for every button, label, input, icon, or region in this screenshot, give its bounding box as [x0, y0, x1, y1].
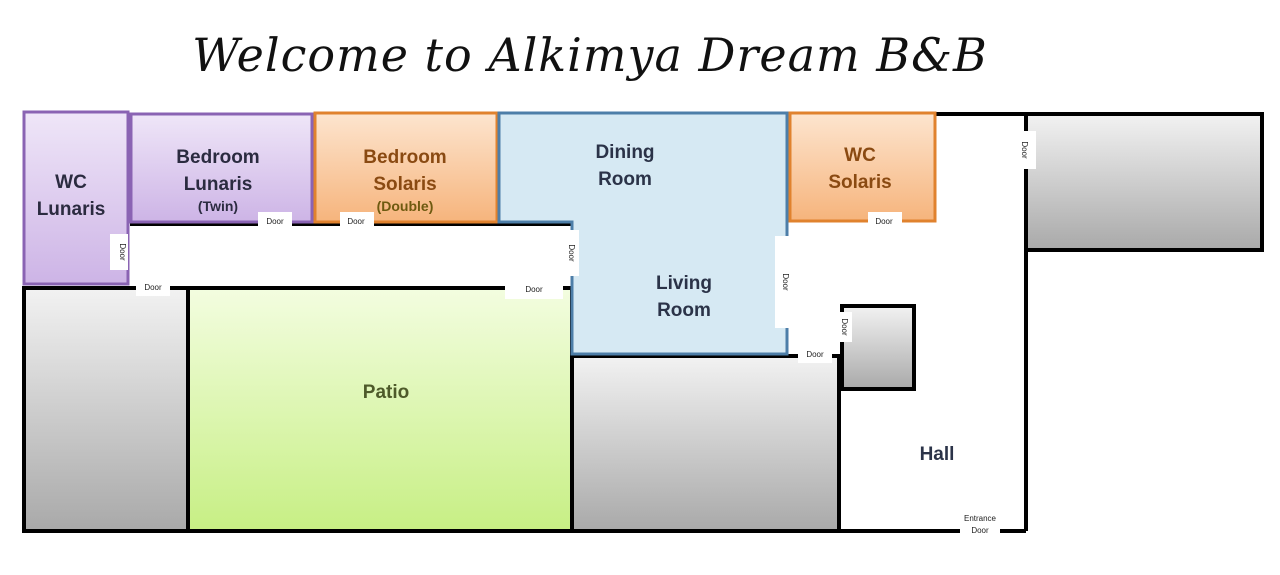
svg-text:Room: Room: [657, 300, 711, 321]
svg-text:Room: Room: [598, 169, 652, 190]
living-room-label: Living Room: [656, 273, 712, 321]
svg-text:Door: Door: [1020, 141, 1029, 159]
svg-text:(Twin): (Twin): [198, 198, 238, 214]
bedroom-lunaris-label: Bedroom Lunaris (Twin): [176, 147, 259, 214]
hall-label: Hall: [920, 444, 955, 465]
svg-text:Door: Door: [875, 217, 893, 226]
svg-text:Door: Door: [347, 217, 365, 226]
svg-text:Door: Door: [781, 273, 790, 291]
svg-text:Dining: Dining: [595, 142, 654, 163]
door-storage-small[interactable]: Door: [838, 312, 852, 342]
svg-text:Living: Living: [656, 273, 712, 294]
svg-text:Bedroom: Bedroom: [363, 147, 446, 168]
svg-text:Lunaris: Lunaris: [37, 199, 106, 220]
door-dining[interactable]: Door: [561, 230, 579, 276]
door-bedroom-solaris[interactable]: Door: [340, 212, 374, 228]
doors: Door Door Door Door Door Door Door Door: [110, 131, 1036, 535]
svg-text:Door: Door: [266, 217, 284, 226]
svg-text:Solaris: Solaris: [828, 172, 891, 193]
grey-block-right: [1024, 112, 1264, 252]
door-corridor-left[interactable]: Door: [136, 282, 170, 296]
patio-label: Patio: [363, 382, 409, 403]
svg-text:Solaris: Solaris: [373, 174, 436, 195]
svg-text:Door: Door: [840, 318, 849, 336]
wc-solaris-label: WC Solaris: [828, 145, 891, 193]
svg-text:Lunaris: Lunaris: [184, 174, 253, 195]
svg-text:WC: WC: [55, 172, 87, 193]
door-living-bottom[interactable]: Door: [798, 347, 832, 363]
door-living[interactable]: Door: [775, 236, 793, 328]
svg-text:WC: WC: [844, 145, 876, 166]
grey-block-small: [840, 304, 916, 391]
bedroom-solaris-room: [313, 111, 499, 224]
svg-text:Door: Door: [806, 350, 824, 359]
bedroom-lunaris-room: [129, 112, 314, 224]
entrance-door[interactable]: Entrance Door: [964, 514, 997, 535]
svg-text:Door: Door: [525, 285, 543, 294]
door-right-block[interactable]: Door: [1018, 131, 1036, 169]
page-title: Welcome to Alkimya Dream B&B: [192, 28, 988, 82]
wc-solaris-room: [788, 111, 937, 223]
bedroom-solaris-label: Bedroom Solaris (Double): [363, 147, 446, 214]
door-patio[interactable]: Door: [505, 281, 563, 299]
svg-text:Bedroom: Bedroom: [176, 147, 259, 168]
svg-text:Entrance: Entrance: [964, 514, 997, 523]
grey-block-center: [570, 354, 841, 533]
patio-area: [186, 286, 574, 533]
svg-text:Door: Door: [118, 243, 127, 261]
dining-living-room: [497, 111, 789, 356]
svg-text:(Double): (Double): [377, 198, 434, 214]
svg-text:Door: Door: [144, 283, 162, 292]
dining-room-label: Dining Room: [595, 142, 654, 190]
door-bedroom-lunaris[interactable]: Door: [258, 212, 292, 228]
svg-text:Door: Door: [971, 526, 989, 535]
door-wc-solaris[interactable]: Door: [868, 212, 902, 228]
wc-lunaris-label: WC Lunaris: [37, 172, 106, 220]
grey-block-left: [22, 286, 190, 533]
door-wc-lunaris[interactable]: Door: [110, 234, 128, 270]
svg-text:Door: Door: [567, 244, 576, 262]
